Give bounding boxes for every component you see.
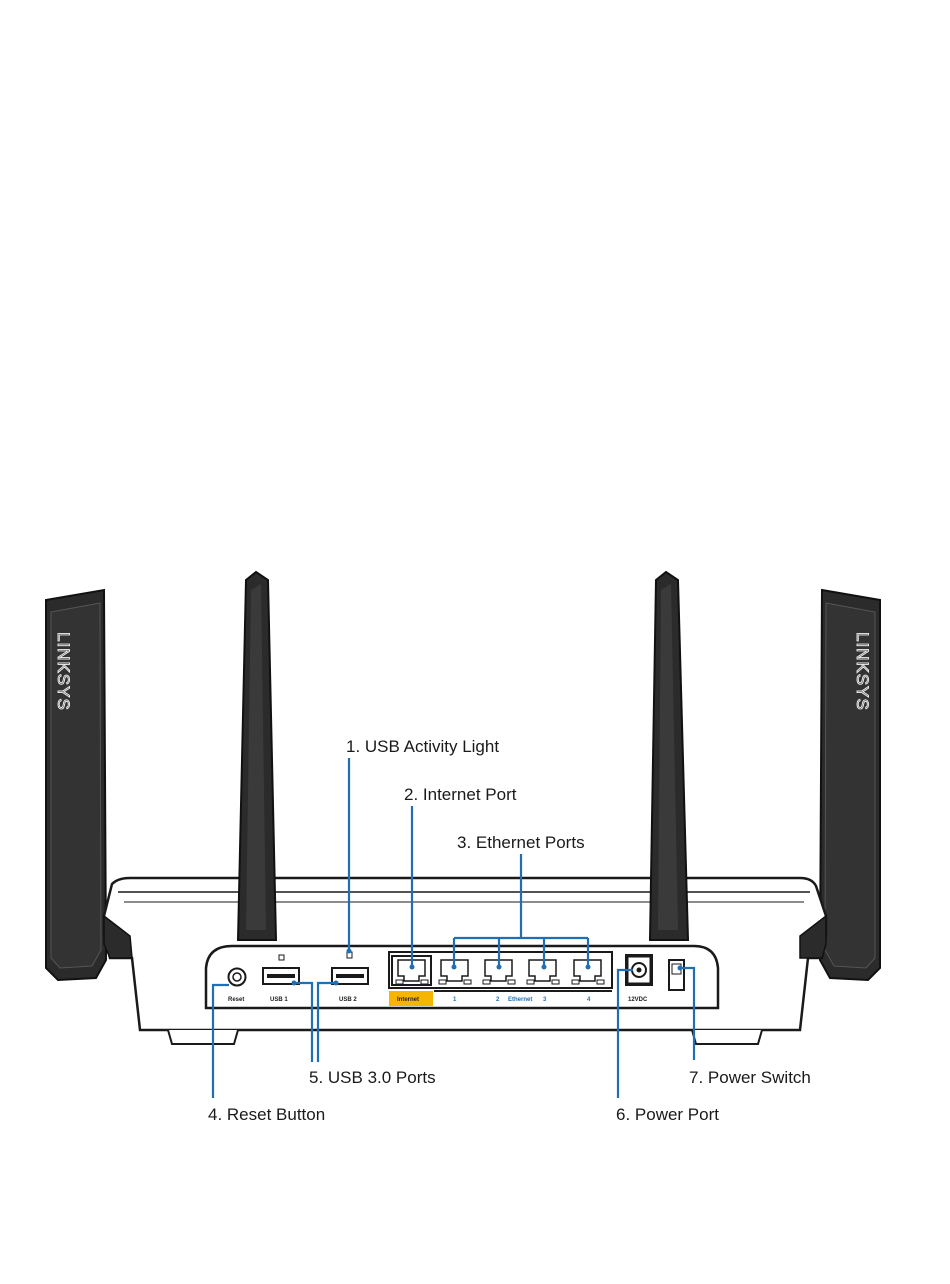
callout-power-port: 6. Power Port [616, 1105, 719, 1124]
callout-power-switch: 7. Power Switch [689, 1068, 811, 1087]
usb1-port-label: USB 1 [270, 997, 288, 1003]
lan-label-strip [434, 990, 612, 992]
left-outer-antenna: LINKSYS [46, 590, 106, 980]
usb2-port-label: USB 2 [339, 997, 357, 1003]
internet-port-label: Internet [397, 997, 419, 1003]
callout-usb-activity-light: 1. USB Activity Light [346, 737, 499, 756]
brand-text-left: LINKSYS [54, 632, 73, 711]
callout-usb-ports: 5. USB 3.0 Ports [309, 1068, 436, 1087]
reset-button [229, 969, 246, 986]
callout-reset-button: 4. Reset Button [208, 1105, 325, 1124]
power-switch [669, 960, 684, 990]
left-inner-antenna [238, 572, 276, 940]
ethernet-group-label: Ethernet [508, 997, 532, 1003]
brand-text-right: LINKSYS [853, 632, 872, 711]
callout-internet-port: 2. Internet Port [404, 785, 517, 804]
power-port-label: 12VDC [628, 997, 648, 1003]
right-outer-antenna: LINKSYS [820, 590, 880, 980]
reset-port-label: Reset [228, 997, 244, 1003]
callout-ethernet-ports: 3. Ethernet Ports [457, 833, 585, 852]
right-inner-antenna [650, 572, 688, 940]
usb-activity-indicator-usb1 [279, 955, 284, 960]
